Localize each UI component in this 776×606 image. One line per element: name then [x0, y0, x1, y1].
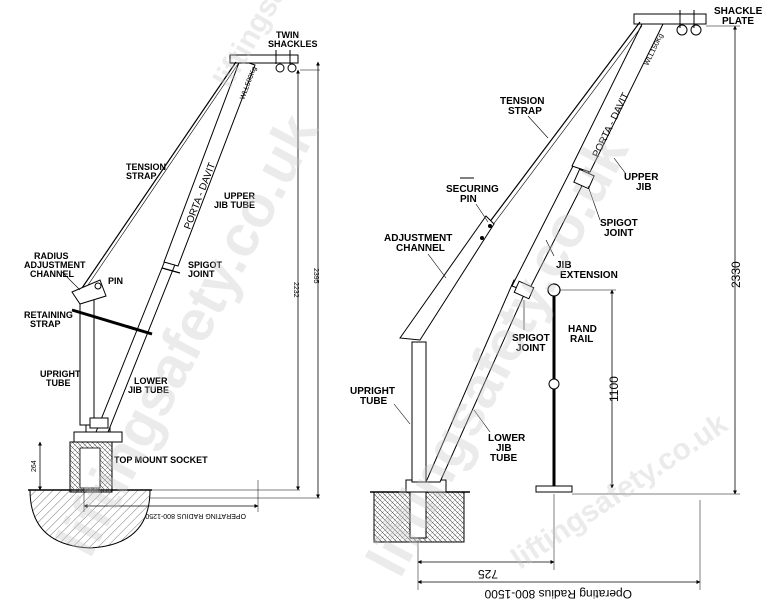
label-lower-jib-tube: LOWER	[488, 433, 526, 444]
svg-text:OPERATING RADIUS 800-1250: OPERATING RADIUS 800-1250	[145, 512, 246, 519]
right-adjustment-channel	[399, 215, 495, 341]
label-securing-pin: SECURING	[446, 184, 499, 195]
svg-text:CHANNEL: CHANNEL	[30, 269, 75, 279]
svg-text:2395: 2395	[312, 268, 319, 284]
svg-text:RAIL: RAIL	[570, 334, 593, 345]
label-upright-tube: UPRIGHT	[40, 369, 81, 379]
label-upper-jib: UPPER	[624, 172, 659, 183]
svg-text:JOINT: JOINT	[188, 269, 215, 279]
svg-text:ADJUSTMENT: ADJUSTMENT	[24, 260, 86, 270]
svg-text:JIB: JIB	[496, 443, 512, 454]
label-twin-shackles: TWIN	[276, 30, 299, 40]
label-upper-jib-tube: UPPER	[224, 191, 256, 201]
svg-text:SHACKLES: SHACKLES	[268, 39, 318, 49]
svg-text:2232: 2232	[292, 282, 299, 298]
svg-text:PLATE: PLATE	[722, 16, 754, 27]
svg-text:TUBE: TUBE	[360, 396, 388, 407]
right-hand-rail	[535, 283, 573, 493]
label-shackle-plate: SHACKLE	[714, 6, 763, 17]
svg-text:STRAP: STRAP	[508, 106, 542, 117]
svg-text:STRAP: STRAP	[126, 171, 157, 181]
svg-text:JIB TUBE: JIB TUBE	[128, 385, 169, 395]
svg-text:JIB TUBE: JIB TUBE	[214, 200, 255, 210]
label-hand-rail: HAND	[568, 324, 597, 335]
right-davit: PORTA - DAVIT WLL150Kg 2330 1100	[350, 6, 763, 601]
label-tension-strap: TENSION	[126, 162, 166, 172]
left-upper-jib-tube	[163, 59, 256, 267]
svg-text:PIN: PIN	[460, 194, 477, 205]
svg-text:EXTENSION: EXTENSION	[560, 270, 618, 281]
svg-text:Operating Radius 800-1500: Operating Radius 800-1500	[484, 587, 632, 601]
label-spigot-joint-upper: SPIGOT	[600, 218, 638, 229]
label-retaining-strap: RETAINING	[24, 310, 73, 320]
label-tension-strap: TENSION	[500, 96, 544, 107]
label-pin: PIN	[108, 276, 123, 286]
right-shackle-plate	[633, 13, 707, 25]
svg-text:JOINT: JOINT	[516, 343, 545, 354]
label-spigot-joint-lower: SPIGOT	[512, 333, 550, 344]
left-pin	[94, 282, 102, 290]
label-lower-jib-tube: LOWER	[134, 376, 168, 386]
left-tension-strap	[81, 61, 237, 289]
left-davit: PORTA - DAVIT WLL500Kg 2232 2395 264 OPE…	[24, 30, 320, 549]
left-head-plate	[229, 54, 299, 64]
left-retaining-strap	[71, 308, 153, 336]
svg-text:CHANNEL: CHANNEL	[396, 243, 445, 254]
svg-text:JIB: JIB	[636, 182, 652, 193]
svg-text:STRAP: STRAP	[30, 319, 61, 329]
svg-text:TUBE: TUBE	[490, 453, 518, 464]
label-upright-tube: UPRIGHT	[350, 386, 395, 397]
label-radius-adjustment-channel: RADIUS	[34, 251, 69, 261]
right-upright-tube	[411, 341, 427, 483]
svg-text:2330: 2330	[729, 261, 743, 288]
label-spigot-joint: SPIGOT	[188, 260, 223, 270]
label-jib-extension: JIB	[556, 260, 572, 271]
svg-text:264: 264	[31, 460, 38, 472]
svg-text:JOINT: JOINT	[604, 228, 633, 239]
svg-text:TUBE: TUBE	[46, 378, 71, 388]
svg-text:725: 725	[478, 567, 498, 581]
svg-text:1100: 1100	[607, 376, 621, 402]
label-top-mount-socket: TOP MOUNT SOCKET	[114, 455, 208, 465]
label-adjustment-channel: ADJUSTMENT	[384, 233, 452, 244]
